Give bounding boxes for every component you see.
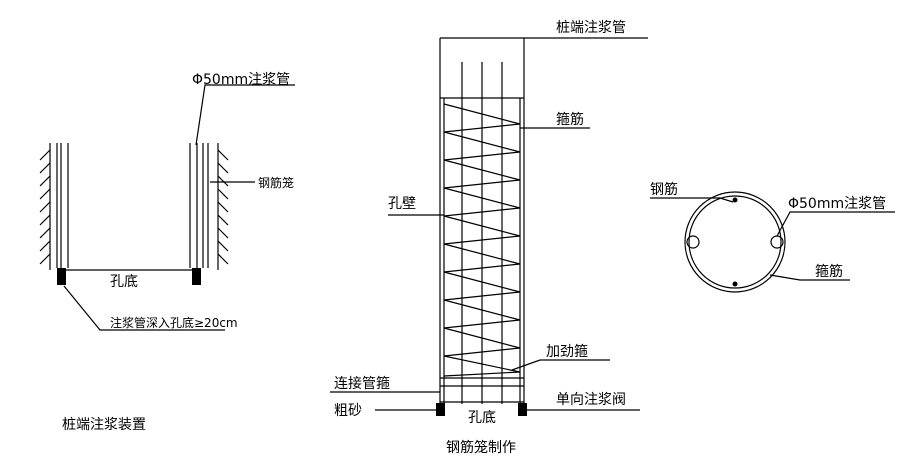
right-pipe-leader [776, 211, 895, 237]
right-pipe-label: Φ50mm注浆管 [788, 196, 886, 212]
right-rebar-leader [650, 197, 734, 203]
mid-pipe-label: 桩端注浆管 [556, 19, 626, 36]
right-figure [650, 191, 895, 293]
middle-figure [330, 37, 648, 411]
right-stirrup-leader [769, 274, 850, 281]
mid-valve-label: 单向注浆阀 [556, 392, 626, 408]
left-cage-label: 钢筋笼 [258, 175, 294, 190]
mid-stiffener-leader [511, 359, 610, 371]
mid-stiffener-label: 加劲箍 [546, 343, 588, 360]
left-bottom-label: 孔底 [110, 274, 138, 290]
right-rebar-top [732, 197, 738, 203]
right-rebar-bottom [732, 281, 738, 287]
right-inner-circle [688, 195, 782, 289]
left-caption: 桩端注浆装置 [62, 416, 146, 433]
mid-spiral-stirrup [443, 103, 521, 377]
mid-wall-label: 孔壁 [388, 196, 416, 212]
left-pipe-label: Φ50mm注浆管 [192, 72, 290, 88]
mid-caption: 钢筋笼制作 [446, 439, 516, 456]
left-soil-hatch [39, 143, 51, 270]
right-outer-circle [684, 191, 786, 293]
mid-valve-left [436, 403, 445, 416]
right-rebar-label: 钢筋 [650, 181, 678, 198]
left-depth-label: 注浆管深入孔底≥20cm [110, 315, 238, 330]
right-stirrup-label: 箍筋 [815, 263, 843, 280]
mid-sand-label: 粗砂 [334, 403, 362, 419]
mid-bottom-label: 孔底 [468, 410, 496, 426]
left-pipe-tip-left [57, 268, 66, 285]
right-soil-hatch [217, 143, 229, 270]
right-pipe-left [686, 235, 700, 249]
left-pipe-tip-right [192, 268, 201, 285]
pipe-leader [195, 84, 295, 146]
depth-leader [63, 285, 225, 331]
mid-connector-label: 连接管箍 [334, 375, 390, 392]
left-figure [39, 84, 295, 331]
mid-valve-right [518, 403, 527, 416]
mid-stirrup-label: 箍筋 [556, 111, 584, 128]
